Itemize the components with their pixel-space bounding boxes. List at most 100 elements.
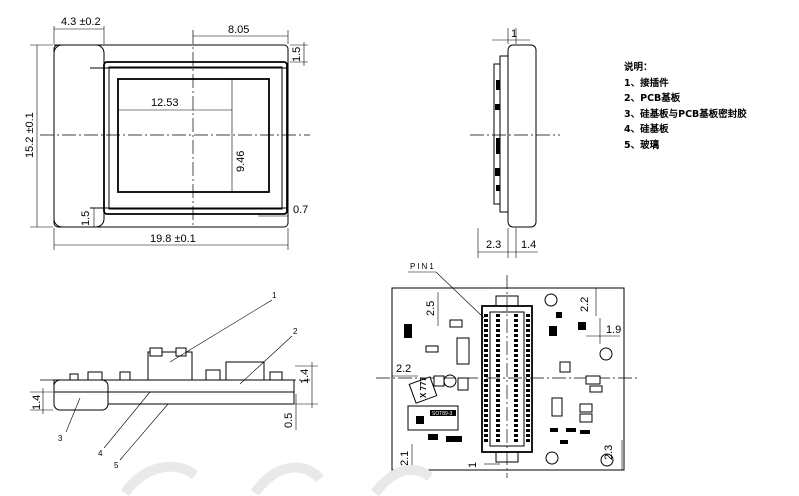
connector-pin <box>526 434 530 437</box>
connector-pin <box>526 359 530 362</box>
connector-pin <box>514 364 518 367</box>
connector-pin <box>526 339 530 342</box>
connector-pin <box>484 409 488 412</box>
pcb-hole <box>544 293 558 307</box>
connector-pin <box>514 339 518 342</box>
connector-pin <box>496 319 500 322</box>
connector-pin <box>484 329 488 332</box>
connector-pin <box>514 434 518 437</box>
pcb-part <box>579 413 593 423</box>
connector-pin <box>496 399 500 402</box>
connector-pin <box>484 404 488 407</box>
pcb-part <box>580 430 590 434</box>
connector-pin <box>514 349 518 352</box>
connector-pin <box>496 349 500 352</box>
glass-frame-mid <box>108 66 283 210</box>
pcb-chip <box>407 405 459 431</box>
pcb-part <box>585 375 601 385</box>
callout-1: 1 <box>272 291 277 300</box>
connector-pin <box>496 404 500 407</box>
connector-pin <box>514 414 518 417</box>
pcb-part <box>579 403 593 413</box>
connector-pin <box>484 429 488 432</box>
notes-panel: 说明： 1、接插件 2、PCB基板 3、硅基板与PCB基板密封胶 4、硅基板 5… <box>624 60 747 153</box>
connector-pin <box>484 324 488 327</box>
connector-pin <box>514 314 518 317</box>
pin1-label: PIN1 <box>410 262 436 271</box>
front-part <box>87 371 103 381</box>
connector-pin <box>514 394 518 397</box>
connector-pin <box>496 339 500 342</box>
glass-frame-outer <box>103 61 288 215</box>
connector-pin <box>496 344 500 347</box>
front-part <box>119 371 131 381</box>
connector-pin <box>484 319 488 322</box>
connector-pin <box>526 399 530 402</box>
side-pcb <box>499 55 509 213</box>
pcb-resistor <box>425 345 439 353</box>
connector-pin <box>496 374 500 377</box>
connector-pin <box>484 434 488 437</box>
connector-pin <box>484 379 488 382</box>
watermark-graphic <box>120 461 434 496</box>
front-part <box>205 369 221 381</box>
front-flange <box>53 379 109 411</box>
connector-pin <box>526 344 530 347</box>
pcb-part <box>549 326 557 336</box>
front-part <box>175 347 187 357</box>
pcb-connector-tab <box>495 295 519 307</box>
dim-pcb-top-left: 2.5 <box>425 301 437 316</box>
pcb-chip-pad <box>416 416 424 424</box>
front-part <box>149 347 163 357</box>
side-part <box>496 138 500 154</box>
front-connector <box>147 351 193 381</box>
pcb-hole <box>545 451 559 465</box>
side-components <box>493 63 501 205</box>
pin1-leader <box>435 271 485 319</box>
connector-pin <box>496 314 500 317</box>
dim-glass-height: 9.46 <box>235 151 247 172</box>
connector-pin <box>496 329 500 332</box>
pcb-part <box>566 428 576 432</box>
front-part <box>269 371 283 381</box>
dim-pcb-bottom-left: 2.1 <box>399 451 411 466</box>
connector-pin <box>484 314 488 317</box>
connector-pin <box>496 424 500 427</box>
connector-pin <box>484 359 488 362</box>
connector-pin <box>484 384 488 387</box>
crystal-text: X 777 <box>419 377 428 398</box>
connector-pin <box>484 334 488 337</box>
connector-pin <box>526 429 530 432</box>
connector-pin <box>484 369 488 372</box>
chip-text: SOT89-3 <box>432 411 453 417</box>
connector-pin <box>484 419 488 422</box>
connector-pin <box>484 354 488 357</box>
pcb-connector-tab-bottom <box>495 451 519 463</box>
side-part <box>496 185 500 191</box>
connector-pin <box>514 329 518 332</box>
note-item-2: 2、PCB基板 <box>624 93 681 104</box>
pcb-view: PIN1 X 777 SOT89-3 <box>376 262 640 478</box>
dim-pcb-left: 2.2 <box>396 363 411 375</box>
connector-pin <box>514 389 518 392</box>
dim-pcb-bottom-mid: 1 <box>467 462 479 468</box>
connector-pin <box>484 424 488 427</box>
pcb-part <box>457 377 469 391</box>
note-item-4: 4、硅基板 <box>624 124 669 135</box>
connector-pin <box>526 404 530 407</box>
connector-pin <box>514 359 518 362</box>
callout-2: 2 <box>293 327 298 336</box>
connector-pin <box>496 394 500 397</box>
connector-pin <box>484 389 488 392</box>
pcb-resistor <box>449 319 463 328</box>
connector-flange <box>53 44 105 228</box>
connector-pin <box>526 369 530 372</box>
front-part <box>69 373 79 381</box>
connector-pin <box>484 339 488 342</box>
connector-pin <box>514 324 518 327</box>
leader-4 <box>103 391 151 449</box>
dim-total-height: 15.2 ±0.1 <box>24 112 36 158</box>
connector-pin <box>526 364 530 367</box>
connector-pin <box>496 379 500 382</box>
connector-pin <box>526 424 530 427</box>
